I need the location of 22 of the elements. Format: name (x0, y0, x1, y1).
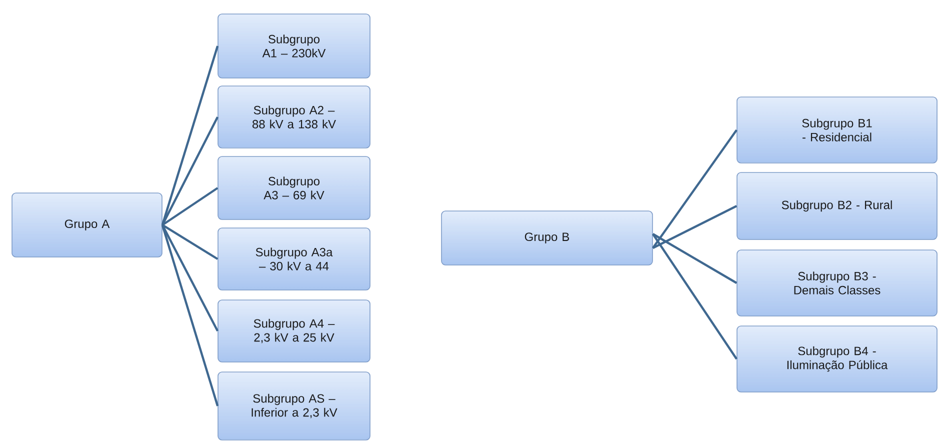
connector-line (161, 224, 219, 406)
subgroup-box: Subgrupo B3 - Demais Classes (736, 250, 938, 316)
group-box: Grupo A (12, 192, 162, 258)
connector-line (652, 233, 738, 284)
subgroup-box: Subgrupo A2 – 88 kV a 138 kV (218, 86, 370, 148)
connector-line (161, 224, 219, 332)
connector-line (652, 233, 738, 360)
connector-line (161, 46, 219, 226)
connector-line (162, 187, 218, 226)
connector-line (161, 116, 219, 226)
connector-line (162, 224, 218, 260)
subgroup-box: Subgrupo A4 – 2,3 kV a 25 kV (218, 300, 370, 362)
connector-line (652, 205, 738, 249)
subgroup-box: Subgrupo A3 – 69 kV (218, 156, 370, 220)
subgroup-box: Subgrupo A1 – 230kV (218, 14, 370, 78)
subgroup-box: Subgrupo B4 - Iluminação Pública (736, 326, 938, 392)
subgroup-box: Subgrupo A3a – 30 kV a 44 (218, 228, 370, 290)
subgroup-box: Subgrupo B1 - Residencial (736, 96, 938, 164)
group-box: Grupo B (441, 210, 653, 266)
connector-line (652, 129, 738, 249)
subgroup-box: Subgrupo B2 - Rural (736, 172, 938, 240)
subgroup-box: Subgrupo AS – Inferior a 2,3 kV (218, 372, 370, 440)
